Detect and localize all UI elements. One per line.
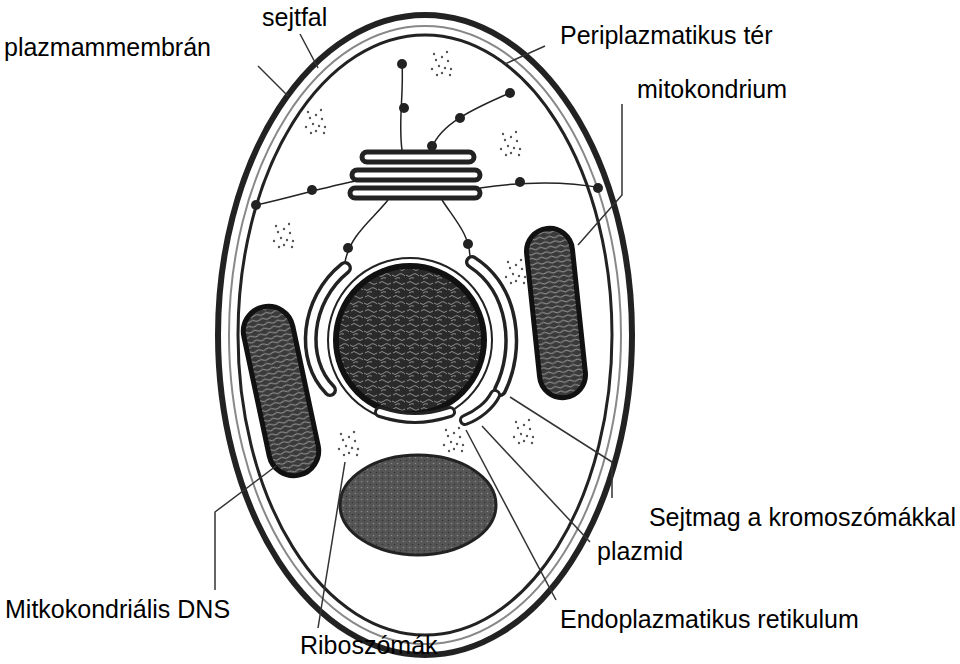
part-label: plazmammembrán [4,32,211,62]
part-label: plazmid [597,536,683,566]
part-label: Endoplazmatikus retikulum [560,604,859,634]
part-label: Sejtmag a kromoszómákkal [649,502,956,532]
part-label: Periplazmatikus tér [560,20,773,50]
part-label: Mitkokondriális DNS [5,594,230,624]
part-label: sejtfal [262,2,327,32]
part-label: mitokondrium [637,74,787,104]
part-label: Riboszómák [300,630,438,660]
